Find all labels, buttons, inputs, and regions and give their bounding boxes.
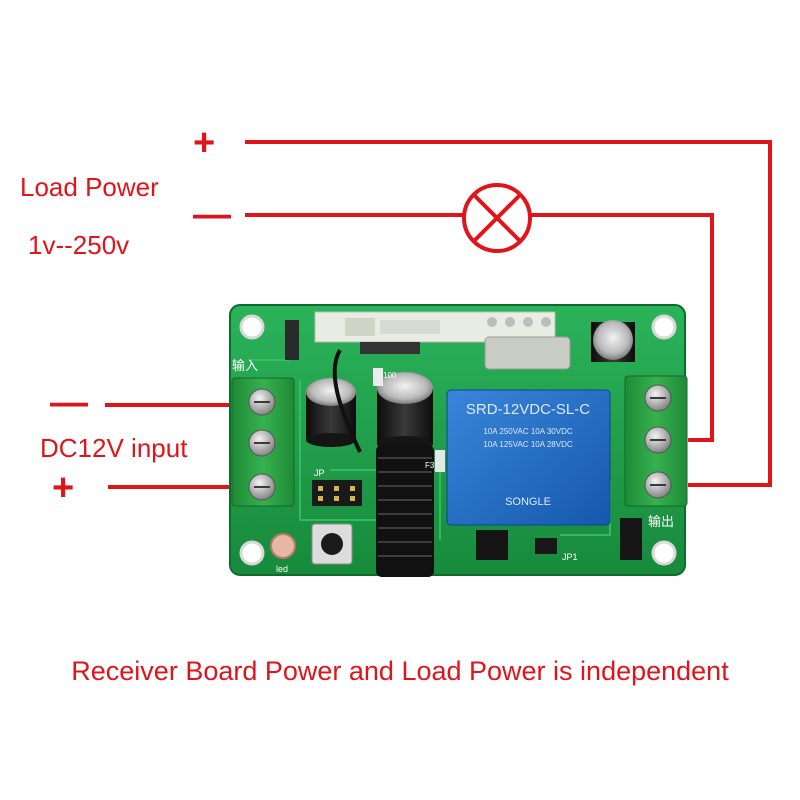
- mounting-holes: [239, 314, 677, 566]
- smd-components: [285, 320, 642, 560]
- receiver-board: [229, 304, 688, 577]
- relay-rating-1: 10A 250VAC 10A 30VDC: [483, 427, 572, 436]
- rf-module: [314, 311, 571, 370]
- capacitor-middle: [377, 372, 433, 452]
- relay-model: SRD-12VDC-SL-C: [466, 401, 590, 418]
- load-minus-symbol: —: [193, 194, 231, 236]
- led-label: led: [276, 564, 288, 574]
- capacitor-left: [306, 378, 356, 447]
- relay-brand: SONGLE: [505, 496, 551, 508]
- dc-minus-symbol: —: [50, 382, 88, 424]
- antenna-wire: [332, 348, 362, 453]
- output-label: 输出: [648, 514, 674, 529]
- lamp-icon: [462, 183, 532, 253]
- load-voltage-range: 1v--250v: [28, 230, 130, 260]
- relay-rating-2: 10A 125VAC 10A 28VDC: [483, 440, 572, 449]
- jp1-label: JP1: [562, 552, 578, 562]
- dc-plus-symbol: +: [52, 467, 75, 509]
- load-plus-wire: [245, 140, 772, 487]
- relay: [446, 389, 611, 526]
- led-indicator: [270, 533, 296, 559]
- wiring: [105, 140, 772, 489]
- output-terminal-block: [624, 375, 688, 507]
- footer-caption: Receiver Board Power and Load Power is i…: [71, 656, 729, 686]
- jp-header: [312, 480, 362, 506]
- load-minus-wire-b: [530, 213, 714, 442]
- antenna-coil: [332, 348, 434, 577]
- dc-input-label: DC12V input: [40, 433, 188, 463]
- capacitor-top-right: [591, 320, 635, 362]
- input-label: 输入: [232, 358, 258, 373]
- load-plus-symbol: +: [193, 122, 216, 164]
- rf-pins: [487, 317, 551, 327]
- push-button: [311, 523, 353, 565]
- resistor-label: 100: [383, 371, 397, 380]
- load-power-label: Load Power: [20, 172, 159, 202]
- f3-label: F3: [425, 461, 435, 470]
- input-terminal-block: [231, 377, 295, 507]
- jp-label: JP: [314, 468, 325, 478]
